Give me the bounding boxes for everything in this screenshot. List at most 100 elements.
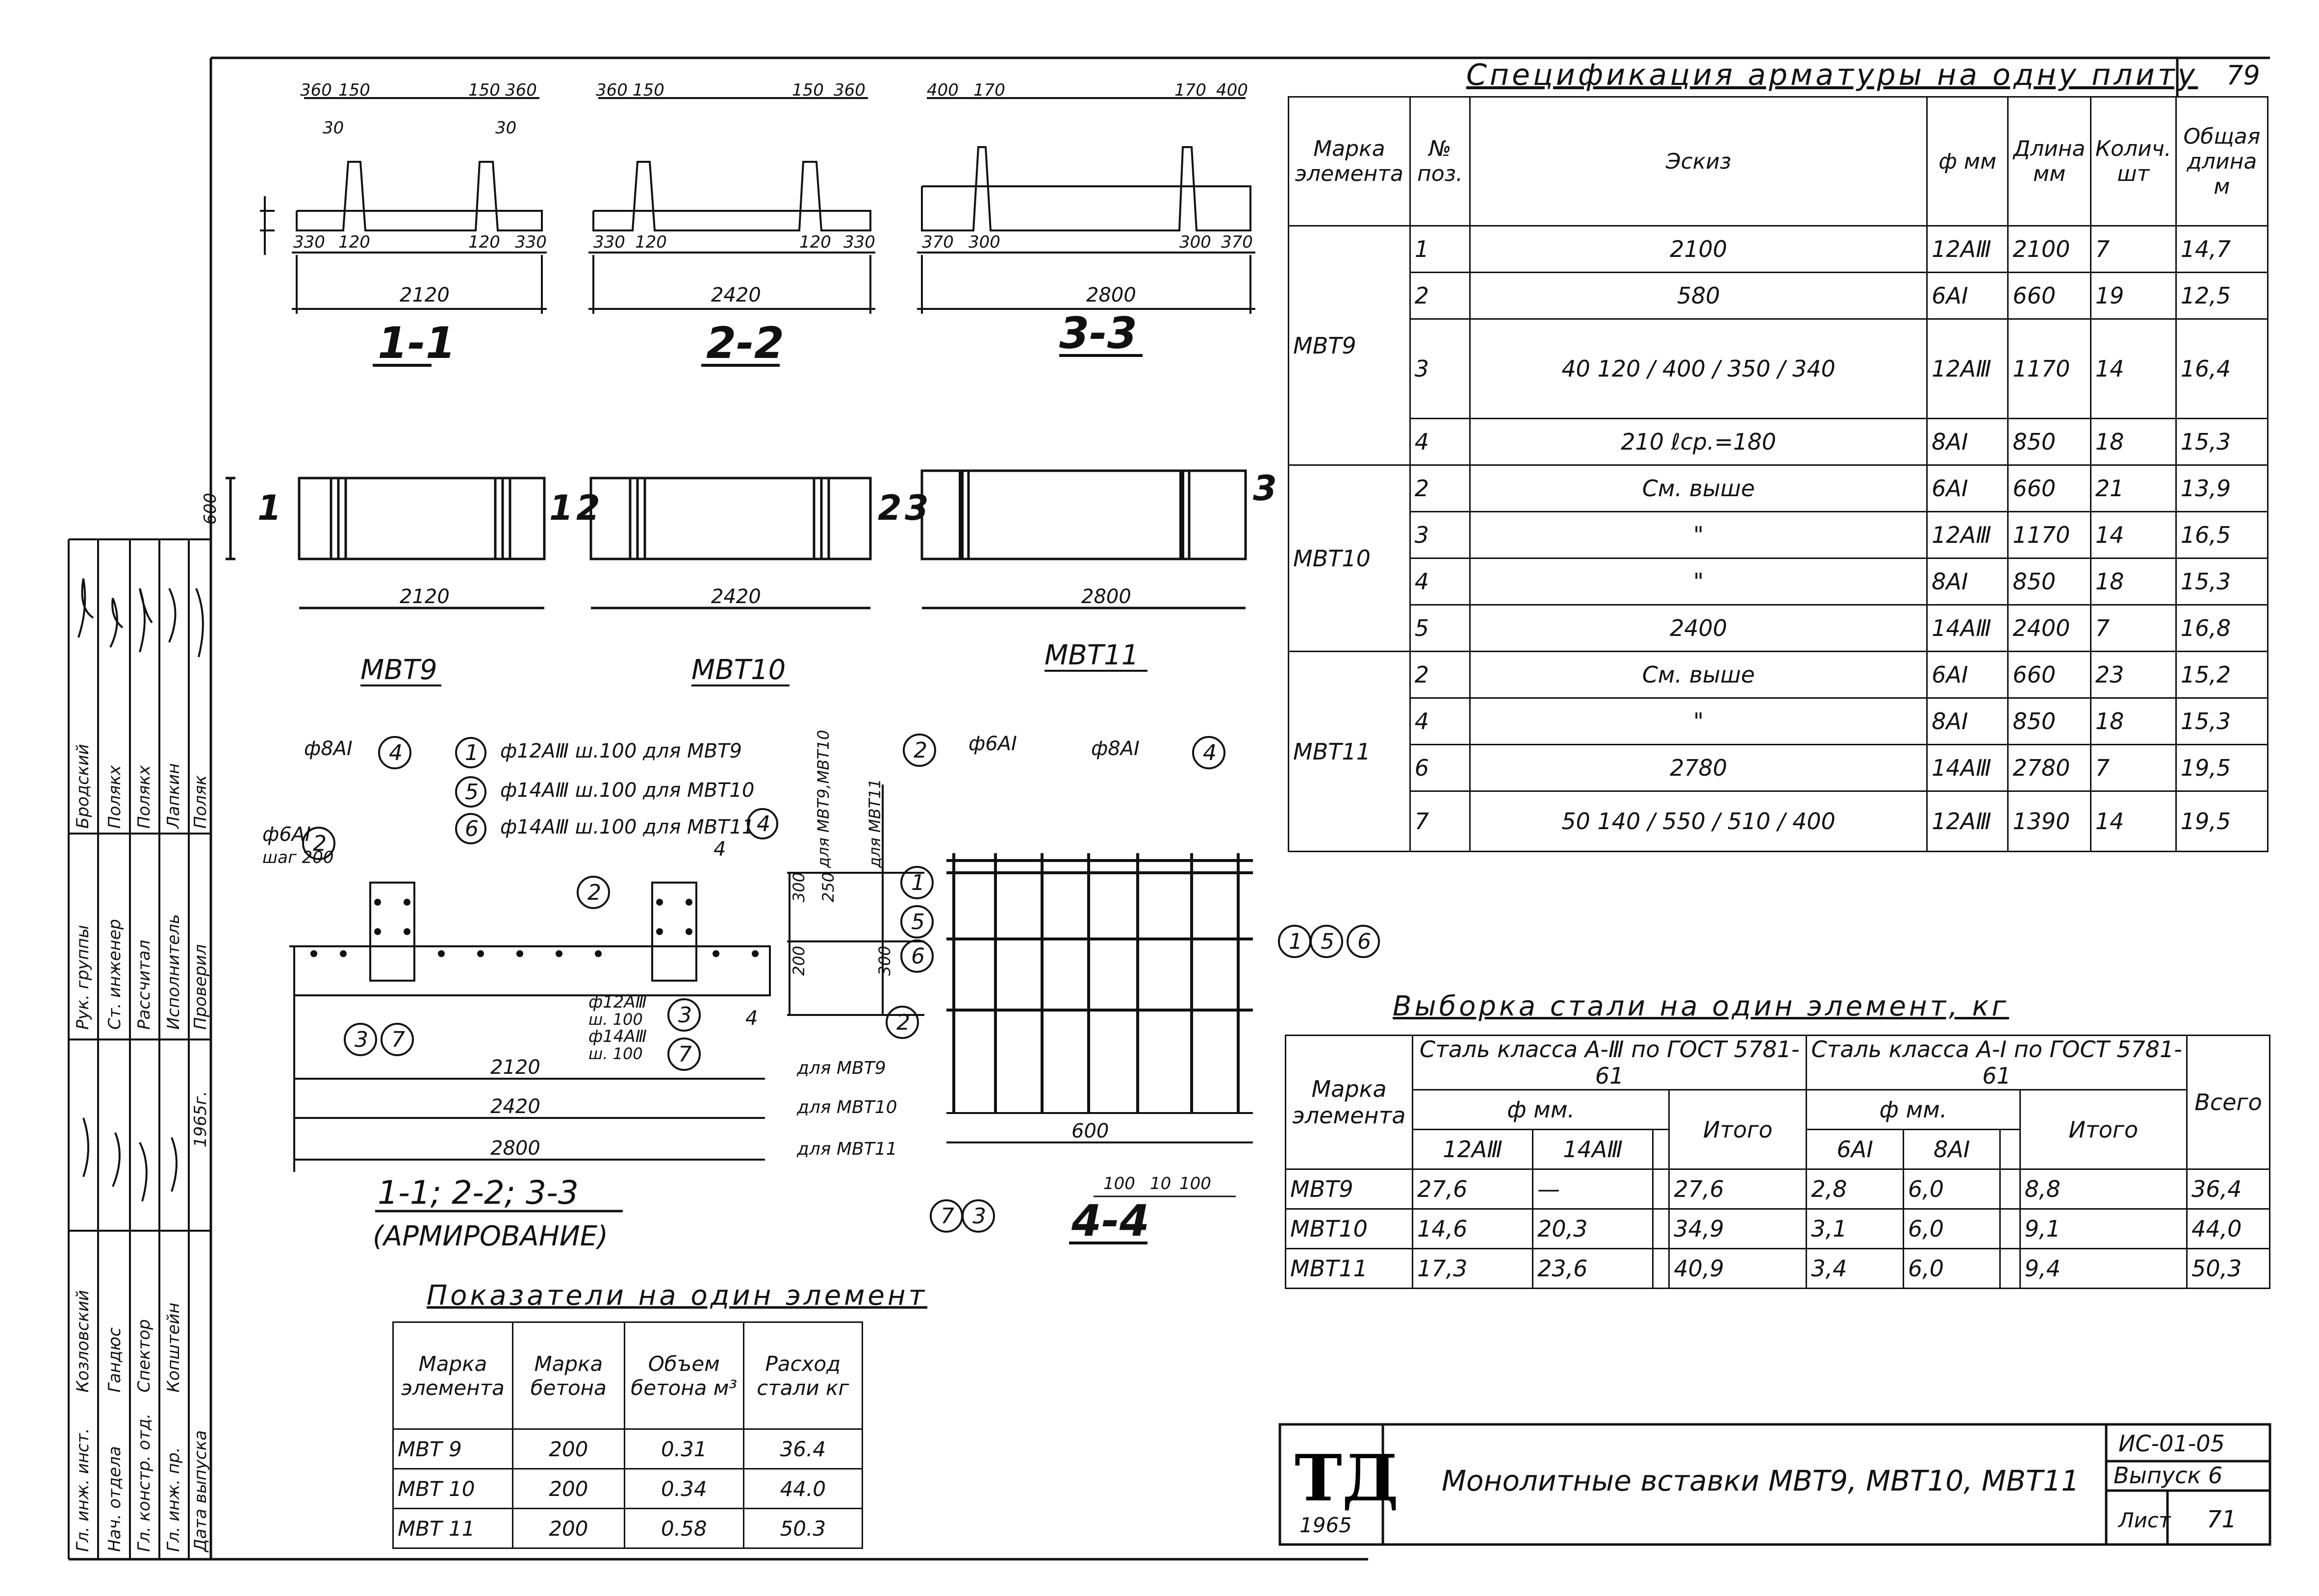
- svg-text:3: 3: [355, 1027, 368, 1052]
- table-row: 4 " 8АI 850 18 15,3: [1289, 697, 2269, 745]
- dim-120: 120: [468, 232, 500, 252]
- spec-dia: 8АI: [1926, 418, 2009, 466]
- spec-dia: 12АⅢ: [1926, 318, 2009, 419]
- callout-8ai: ф8АI: [304, 737, 353, 760]
- spec-dia: 14АⅢ: [1926, 744, 2009, 792]
- callout-14aiii-step: ш. 100: [588, 1044, 643, 1063]
- svg-text:1: 1: [1289, 929, 1302, 954]
- spec-qty: 14: [2090, 511, 2177, 559]
- table-row: 3 40 120 / 400 / 350 / 340 12АⅢ 1170 14 …: [1289, 318, 2269, 419]
- table-row: МВТ10 14,6 20,3 34,9 3,1 6,0 9,1 44,0: [1285, 1208, 2270, 1249]
- dim-150: 150: [792, 80, 824, 100]
- sig-title: Рук. группы: [73, 925, 93, 1030]
- svg-text:4: 4: [389, 740, 403, 765]
- spec-pos: 3: [1409, 318, 1471, 419]
- cut-marker-1: 1: [257, 488, 281, 528]
- spec-total: 16,8: [2175, 604, 2269, 652]
- sig-name: Бродский: [73, 744, 93, 829]
- indicators-header-row: Марка элемента Марка бетона Объем бетона…: [392, 1321, 864, 1430]
- spec-qty: 18: [2090, 557, 2177, 606]
- spec-dia: 14АⅢ: [1926, 604, 2009, 652]
- indicators-table: Марка элемента Марка бетона Объем бетона…: [392, 1321, 864, 1549]
- spec-sketch: 2400: [1469, 604, 1928, 652]
- dim-600: 600: [201, 493, 220, 525]
- spec-sketch: ": [1469, 511, 1928, 559]
- callout-pos6: ф14АⅢ ш.100 для МВТ11: [500, 816, 754, 838]
- plan-dim-2420: 2420: [711, 585, 761, 608]
- steel-header-row: ф мм. Итого ф мм. Итого: [1286, 1089, 2270, 1170]
- svg-text:7: 7: [391, 1027, 405, 1052]
- vertical-note-mbt9-10: для МВТ9,МВТ10: [814, 730, 833, 868]
- dim-250: 250: [819, 872, 838, 902]
- sig-title: Гл. констр. отд.: [134, 1414, 154, 1552]
- rebar-dots: [310, 899, 759, 957]
- dim-120: 120: [799, 232, 831, 252]
- sig-date: 1965г.: [191, 1091, 210, 1147]
- steel-col-dia: ф мм.: [1411, 1089, 1670, 1130]
- steel-col-a1: Сталь класса А-I по ГОСТ 5781-61: [1806, 1035, 2188, 1090]
- vertical-note-mbt11: для МВТ11: [866, 779, 884, 868]
- steel-t1: 34,9: [1668, 1208, 1808, 1249]
- spec-pos: 1: [1409, 225, 1471, 273]
- section-1-1-drawing: [260, 97, 547, 314]
- spec-total: 15,3: [2175, 418, 2269, 466]
- dim-400: 400: [1216, 80, 1248, 100]
- dim-100: 100: [1179, 1174, 1211, 1193]
- steel-table: Марка элемента Сталь класса А-Ⅲ по ГОСТ …: [1285, 1035, 2270, 1289]
- svg-text:2: 2: [313, 831, 327, 856]
- ind-steel: 50.3: [742, 1508, 864, 1549]
- table-row: 4 210 ℓср.=180 8АI 850 18 15,3: [1289, 418, 2269, 466]
- dim-370: 370: [1221, 232, 1253, 252]
- spec-dia: 12АⅢ: [1926, 511, 2009, 559]
- steel-d12: 14,6: [1411, 1208, 1534, 1249]
- svg-text:3: 3: [972, 1204, 986, 1229]
- callout-12aiii-step: ш. 100: [588, 1010, 643, 1029]
- spec-pos: 7: [1409, 790, 1471, 852]
- dim-170: 170: [1174, 80, 1206, 100]
- ind-volume: 0.31: [623, 1428, 744, 1469]
- callout-6ai: ф6АI: [968, 733, 1017, 755]
- sig-title: Ст. инженер: [105, 919, 125, 1030]
- spec-qty: 19: [2090, 272, 2177, 320]
- steel-col-empty: [1652, 1129, 1670, 1170]
- spec-pos: 4: [1409, 697, 1471, 745]
- spec-sketch: 40 120 / 400 / 350 / 340: [1469, 318, 1928, 419]
- callout-12aiii: ф12АⅢ: [588, 992, 647, 1012]
- sig-name: Гандюс: [105, 1327, 125, 1393]
- for-mbt10: для МВТ10: [796, 1097, 897, 1117]
- spec-col-sketch: Эскиз: [1469, 96, 1928, 227]
- spec-sketch: 210 ℓср.=180: [1469, 418, 1928, 466]
- spec-total: 12,5: [2175, 272, 2269, 320]
- plan-dim-2800: 2800: [1081, 585, 1131, 608]
- spec-col-len: Длина мм: [2007, 96, 2091, 227]
- spec-len: 1390: [2007, 790, 2091, 852]
- sig-name: Полякх: [105, 765, 125, 829]
- sheet-frame: [69, 56, 2270, 1561]
- dim-330: 330: [593, 232, 625, 252]
- dim-120: 120: [635, 232, 667, 252]
- spec-header-row: Марка элемента № поз. Эскиз ф мм Длина м…: [1288, 96, 2269, 227]
- dim-2800: 2800: [490, 1137, 540, 1160]
- spec-pos: 4: [1409, 418, 1471, 466]
- spec-qty: 7: [2090, 744, 2177, 792]
- steel-mark: МВТ10: [1285, 1208, 1413, 1249]
- steel-col-d6: 6АI: [1806, 1129, 1904, 1170]
- steel-d8: 6,0: [1902, 1248, 2001, 1289]
- dim-330: 330: [293, 232, 325, 252]
- table-row: 4 " 8АI 850 18 15,3: [1289, 557, 2269, 606]
- steel-t2: 9,4: [2019, 1248, 2188, 1289]
- spec-total: 15,3: [2175, 697, 2269, 745]
- steel-mark: МВТ11: [1285, 1248, 1413, 1289]
- steel-col-d8: 8АI: [1902, 1129, 2001, 1170]
- spec-pos: 2: [1409, 651, 1471, 699]
- svg-text:6: 6: [465, 816, 479, 841]
- spec-total: 13,9: [2175, 464, 2269, 512]
- spec-pos: 3: [1409, 511, 1471, 559]
- spec-len: 1170: [2007, 511, 2091, 559]
- spec-pos: 6: [1409, 744, 1471, 792]
- callout-pos1: ф12АⅢ ш.100 для МВТ9: [500, 740, 742, 762]
- section-4-4-mesh: [946, 853, 1253, 1143]
- signature-col-1: Гл. инж. инст. Нач. отдела Гл. констр. о…: [73, 1091, 210, 1553]
- dim-100: 100: [1103, 1174, 1135, 1193]
- callout-6ai: ф6АI: [262, 823, 311, 846]
